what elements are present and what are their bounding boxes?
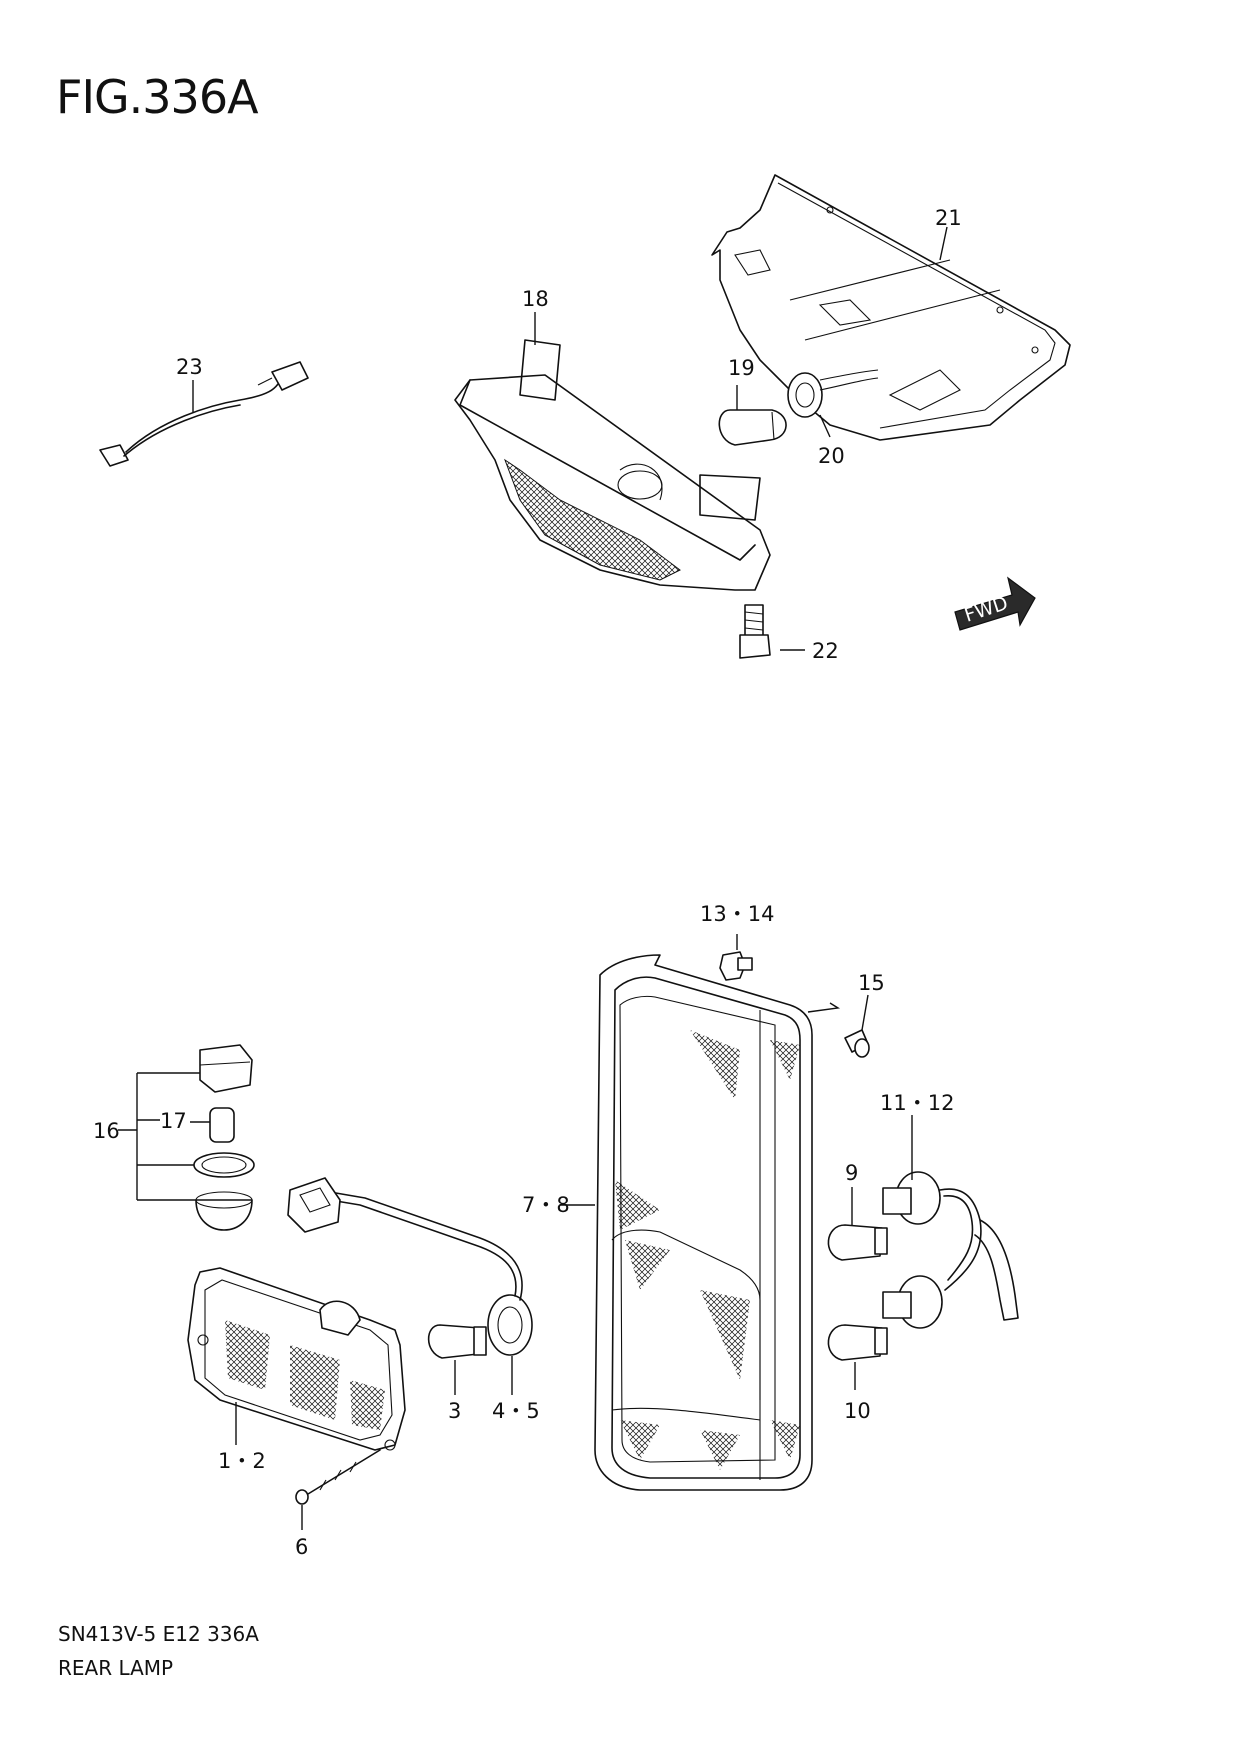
figure-name: REAR LAMP: [58, 1656, 174, 1680]
callout-20: 20: [818, 444, 845, 468]
high-mount-housing-part: [711, 174, 1071, 441]
harness-23-part: [99, 361, 309, 467]
bulb-10-part: [827, 1324, 888, 1361]
callout-13-14: 13・14: [700, 902, 774, 926]
figure-title: FIG.336A: [56, 70, 259, 124]
callout-10: 10: [844, 1399, 871, 1423]
rear-combination-lamp-part: [594, 954, 813, 1491]
forward-arrow-icon: FWD: [954, 576, 1036, 631]
screw-13-14-part: [719, 951, 753, 981]
callout-1-2: 1・2: [218, 1449, 266, 1473]
socket-20-part: [787, 369, 879, 418]
figure-code: SN413V-5 E12 336A: [58, 1622, 259, 1646]
callout-21: 21: [935, 206, 962, 230]
callout-16: 16: [93, 1119, 120, 1143]
bulb-9-part: [827, 1224, 888, 1261]
callout-18: 18: [522, 287, 549, 311]
clip-15-part: [844, 1029, 870, 1058]
callout-6: 6: [295, 1535, 308, 1559]
callout-22: 22: [812, 639, 839, 663]
callout-4-5: 4・5: [492, 1399, 540, 1423]
side-marker-16-part: [193, 1044, 255, 1231]
callout-15: 15: [858, 971, 885, 995]
socket-harness-11-12-part: [882, 1171, 1019, 1329]
callout-9: 9: [845, 1161, 858, 1185]
socket-harness-4-5-part: [287, 1177, 533, 1356]
callout-19: 19: [728, 356, 755, 380]
callout-11-12: 11・12: [880, 1091, 954, 1115]
bulb-3-part: [427, 1324, 487, 1359]
screw-6-part: [295, 1449, 381, 1505]
callout-17: 17: [160, 1109, 187, 1133]
side-lamp-1-2-part: [187, 1267, 406, 1451]
callout-23: 23: [176, 355, 203, 379]
high-mount-lamp-part: [454, 339, 771, 591]
callout-3: 3: [448, 1399, 461, 1423]
bolt-22-part: [739, 604, 771, 659]
callout-7-8: 7・8: [522, 1193, 570, 1217]
bulb-19-part: [718, 409, 787, 446]
